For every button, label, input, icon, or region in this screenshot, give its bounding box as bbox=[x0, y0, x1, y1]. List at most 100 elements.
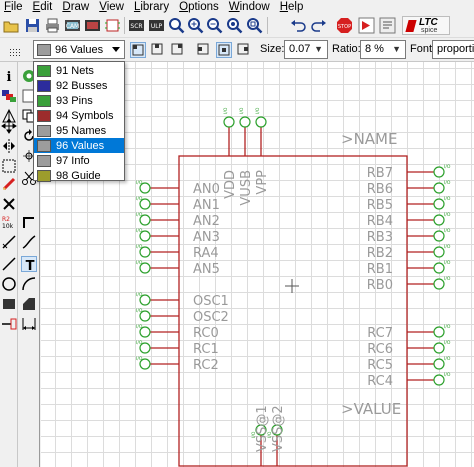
pin-name: RB5 bbox=[367, 198, 393, 213]
menu-library[interactable]: Library bbox=[133, 1, 170, 13]
dimension-tool-icon[interactable] bbox=[21, 316, 37, 332]
grid-dots-icon[interactable] bbox=[10, 46, 22, 56]
menu-view[interactable]: View bbox=[99, 1, 124, 13]
mirror-center-button[interactable] bbox=[216, 42, 232, 58]
schematic-symbol-icon[interactable] bbox=[104, 17, 121, 34]
toolbar-separator bbox=[124, 17, 125, 34]
stop-icon[interactable]: STOP bbox=[336, 17, 353, 34]
menu-draw[interactable]: Draw bbox=[62, 1, 90, 13]
align-top-button[interactable] bbox=[150, 42, 166, 58]
pin-direction: I/O bbox=[444, 164, 451, 170]
pin-name: VSS@1 bbox=[255, 405, 270, 452]
zoom-fit-icon[interactable] bbox=[168, 17, 185, 34]
ratio-combo[interactable]: 8 %▼ bbox=[360, 40, 406, 59]
paste-icon[interactable] bbox=[1, 176, 17, 192]
smash-icon[interactable] bbox=[1, 234, 17, 250]
layer-option[interactable]: 93 Pins bbox=[34, 93, 124, 108]
text-tool-icon[interactable]: T bbox=[21, 256, 37, 273]
layer-option-label: 91 Nets bbox=[56, 64, 94, 77]
pin-connector bbox=[139, 230, 151, 242]
line-tool-icon[interactable] bbox=[1, 256, 17, 272]
rotate-icon[interactable] bbox=[21, 128, 37, 144]
layer-option[interactable]: 95 Names bbox=[34, 123, 124, 138]
font-label: Font: bbox=[410, 43, 436, 55]
pin-connector bbox=[239, 116, 251, 128]
pin-name: RA4 bbox=[193, 246, 219, 261]
circle-tool-icon[interactable] bbox=[1, 276, 17, 292]
ltspice-button[interactable]: LTC spice bbox=[402, 16, 450, 35]
pin-name: RC1 bbox=[193, 342, 219, 357]
value-placeholder: >VALUE bbox=[341, 400, 401, 418]
print-icon[interactable] bbox=[44, 17, 61, 34]
split-icon[interactable] bbox=[21, 234, 37, 250]
pin-connector bbox=[433, 374, 445, 386]
menu-file[interactable]: File bbox=[4, 1, 23, 13]
wire-bend-icon[interactable] bbox=[21, 214, 37, 230]
board-icon[interactable] bbox=[84, 17, 101, 34]
zoom-in-icon[interactable] bbox=[187, 17, 204, 34]
svg-text:10k: 10k bbox=[2, 223, 14, 230]
layer-display-icon[interactable] bbox=[1, 88, 17, 104]
pin-tool-icon[interactable] bbox=[1, 316, 17, 332]
layer-option[interactable]: 97 Info bbox=[34, 153, 124, 168]
layer-option[interactable]: 98 Guide bbox=[34, 168, 124, 183]
menu-bar: File Edit Draw View Library Options Wind… bbox=[0, 0, 474, 14]
pin-direction: I/O bbox=[136, 356, 143, 362]
ulp-icon[interactable]: ULP bbox=[148, 17, 165, 34]
pin-direction: I/O bbox=[136, 340, 143, 346]
menu-edit[interactable]: Edit bbox=[32, 1, 53, 13]
pin-direction: I/O bbox=[136, 228, 143, 234]
pin-connector bbox=[139, 198, 151, 210]
pin-connector bbox=[271, 424, 283, 436]
menu-options[interactable]: Options bbox=[179, 1, 219, 13]
delete-icon[interactable] bbox=[1, 196, 17, 212]
move-icon[interactable] bbox=[1, 118, 17, 134]
layer-option-label: 97 Info bbox=[56, 154, 90, 167]
zoom-select-icon[interactable] bbox=[246, 17, 263, 34]
cam-processor-icon[interactable]: CAM bbox=[64, 17, 81, 34]
svg-text:CAM: CAM bbox=[66, 23, 79, 30]
layer-option[interactable]: 96 Values bbox=[34, 138, 124, 153]
group-icon[interactable] bbox=[1, 158, 17, 174]
pin-name: AN5 bbox=[193, 262, 220, 277]
mirror-icon[interactable] bbox=[1, 138, 17, 154]
layer-option[interactable]: 92 Busses bbox=[34, 78, 124, 93]
save-icon[interactable] bbox=[24, 17, 41, 34]
layer-color-swatch bbox=[37, 94, 51, 107]
layer-color-swatch bbox=[37, 154, 51, 167]
zoom-out-icon[interactable] bbox=[206, 17, 223, 34]
pin-name: VDD bbox=[223, 170, 238, 199]
mirror-right-button[interactable] bbox=[236, 42, 252, 58]
show-icon[interactable] bbox=[21, 68, 37, 84]
script-icon[interactable]: SCR bbox=[128, 17, 145, 34]
layer-select[interactable]: 96 Values bbox=[33, 40, 125, 59]
layer-option[interactable]: 91 Nets bbox=[34, 63, 124, 78]
polygon-tool-icon[interactable] bbox=[21, 296, 37, 312]
arc-tool-icon[interactable] bbox=[21, 276, 37, 292]
pin-direction: I/O bbox=[136, 292, 143, 298]
undo-icon[interactable] bbox=[290, 17, 307, 34]
info-tool-icon[interactable]: i bbox=[1, 68, 17, 84]
menu-window[interactable]: Window bbox=[228, 1, 270, 13]
pin-name: RC7 bbox=[367, 326, 393, 341]
menu-help[interactable]: Help bbox=[279, 1, 304, 13]
layer-color-swatch bbox=[37, 124, 51, 137]
info-icon[interactable] bbox=[379, 17, 396, 34]
layer-option[interactable]: 94 Symbols bbox=[34, 108, 124, 123]
open-folder-icon[interactable] bbox=[3, 17, 20, 34]
go-icon[interactable] bbox=[358, 17, 375, 34]
size-combo[interactable]: 0.07▼ bbox=[284, 40, 328, 59]
zoom-redraw-icon[interactable] bbox=[226, 17, 243, 34]
font-combo[interactable]: proportion bbox=[432, 40, 474, 59]
layer-color-swatch bbox=[37, 139, 51, 152]
align-topright-button[interactable] bbox=[170, 42, 186, 58]
rect-tool-icon[interactable] bbox=[1, 296, 17, 312]
redo-icon[interactable] bbox=[310, 17, 327, 34]
mirror-left-button[interactable] bbox=[196, 42, 212, 58]
pin-connector bbox=[223, 116, 235, 128]
pin-direction: I/O bbox=[239, 107, 245, 114]
align-topleft-button[interactable] bbox=[130, 42, 146, 58]
